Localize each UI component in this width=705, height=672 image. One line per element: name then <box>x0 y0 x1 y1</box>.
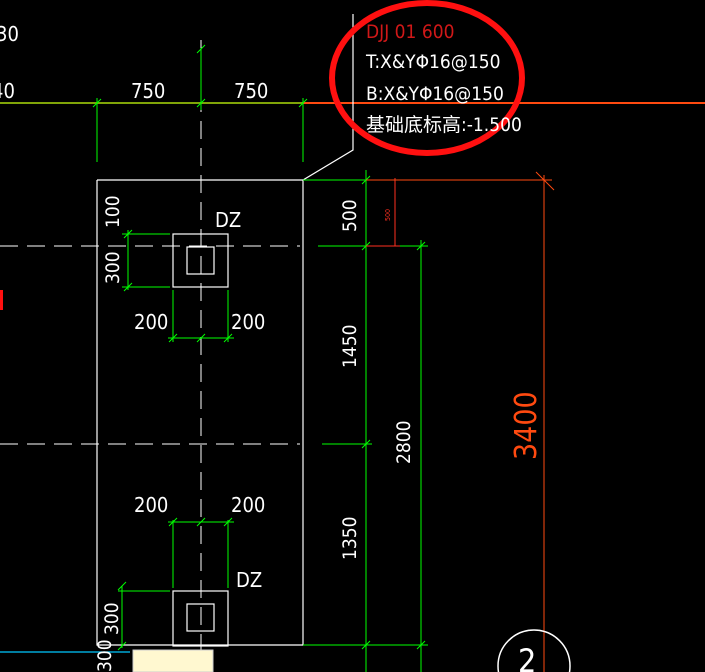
foundation-outline <box>96 14 354 646</box>
column-upper-inner <box>186 246 215 275</box>
dimension-lines <box>0 44 428 672</box>
dim-lower-right-200: 200 <box>231 493 265 517</box>
grid-bubble <box>497 629 571 672</box>
column-label-lower: DZ <box>236 568 262 592</box>
dim-right-span: 750 <box>234 79 268 103</box>
dim-top-segment: 500 <box>339 199 361 232</box>
dim-bottom-partial: 300 <box>94 639 116 672</box>
dim-total-inner: 2800 <box>393 421 415 465</box>
columns <box>172 233 229 647</box>
dim-lower-segment: 1350 <box>339 517 361 561</box>
dim-upper-left-200: 200 <box>134 310 168 334</box>
dim-middle-segment: 1450 <box>339 325 361 369</box>
dim-left-span: 750 <box>131 79 165 103</box>
elevation-text: 基础底标高:-1.500 <box>366 114 522 136</box>
yellow-block <box>132 649 214 672</box>
grid-bubble-label: 2 <box>518 642 536 672</box>
overall-dimension <box>366 171 555 672</box>
partial-dim-left: 40 <box>0 79 15 103</box>
dim-upper-offset: 100 <box>102 195 124 228</box>
foundation-top-edge <box>97 14 354 181</box>
dim-lower-column: 300 <box>101 602 123 635</box>
bottom-rebar-text: B:X&YΦ16@150 <box>366 83 504 105</box>
center-lines <box>0 40 300 672</box>
dim-upper-column: 300 <box>102 251 124 284</box>
partial-dim-top: 30 <box>0 22 19 46</box>
red-small-dimension <box>366 178 400 247</box>
foundation-id-label: DJJ 01 600 <box>366 21 454 43</box>
dim-total-overall: 3400 <box>509 391 544 460</box>
column-label-upper: DZ <box>215 208 241 232</box>
top-rebar-text: T:X&YΦ16@150 <box>365 51 501 73</box>
column-lower-outer <box>172 590 229 647</box>
foundation-body <box>96 180 304 646</box>
dim-lower-left-200: 200 <box>134 493 168 517</box>
dim-upper-right-200: 200 <box>231 310 265 334</box>
dim-small-red: 500 <box>384 209 392 221</box>
highlight-circle <box>329 0 525 156</box>
column-upper-outer <box>172 233 229 288</box>
column-lower-inner <box>186 603 215 632</box>
red-edge-mark <box>0 290 3 310</box>
